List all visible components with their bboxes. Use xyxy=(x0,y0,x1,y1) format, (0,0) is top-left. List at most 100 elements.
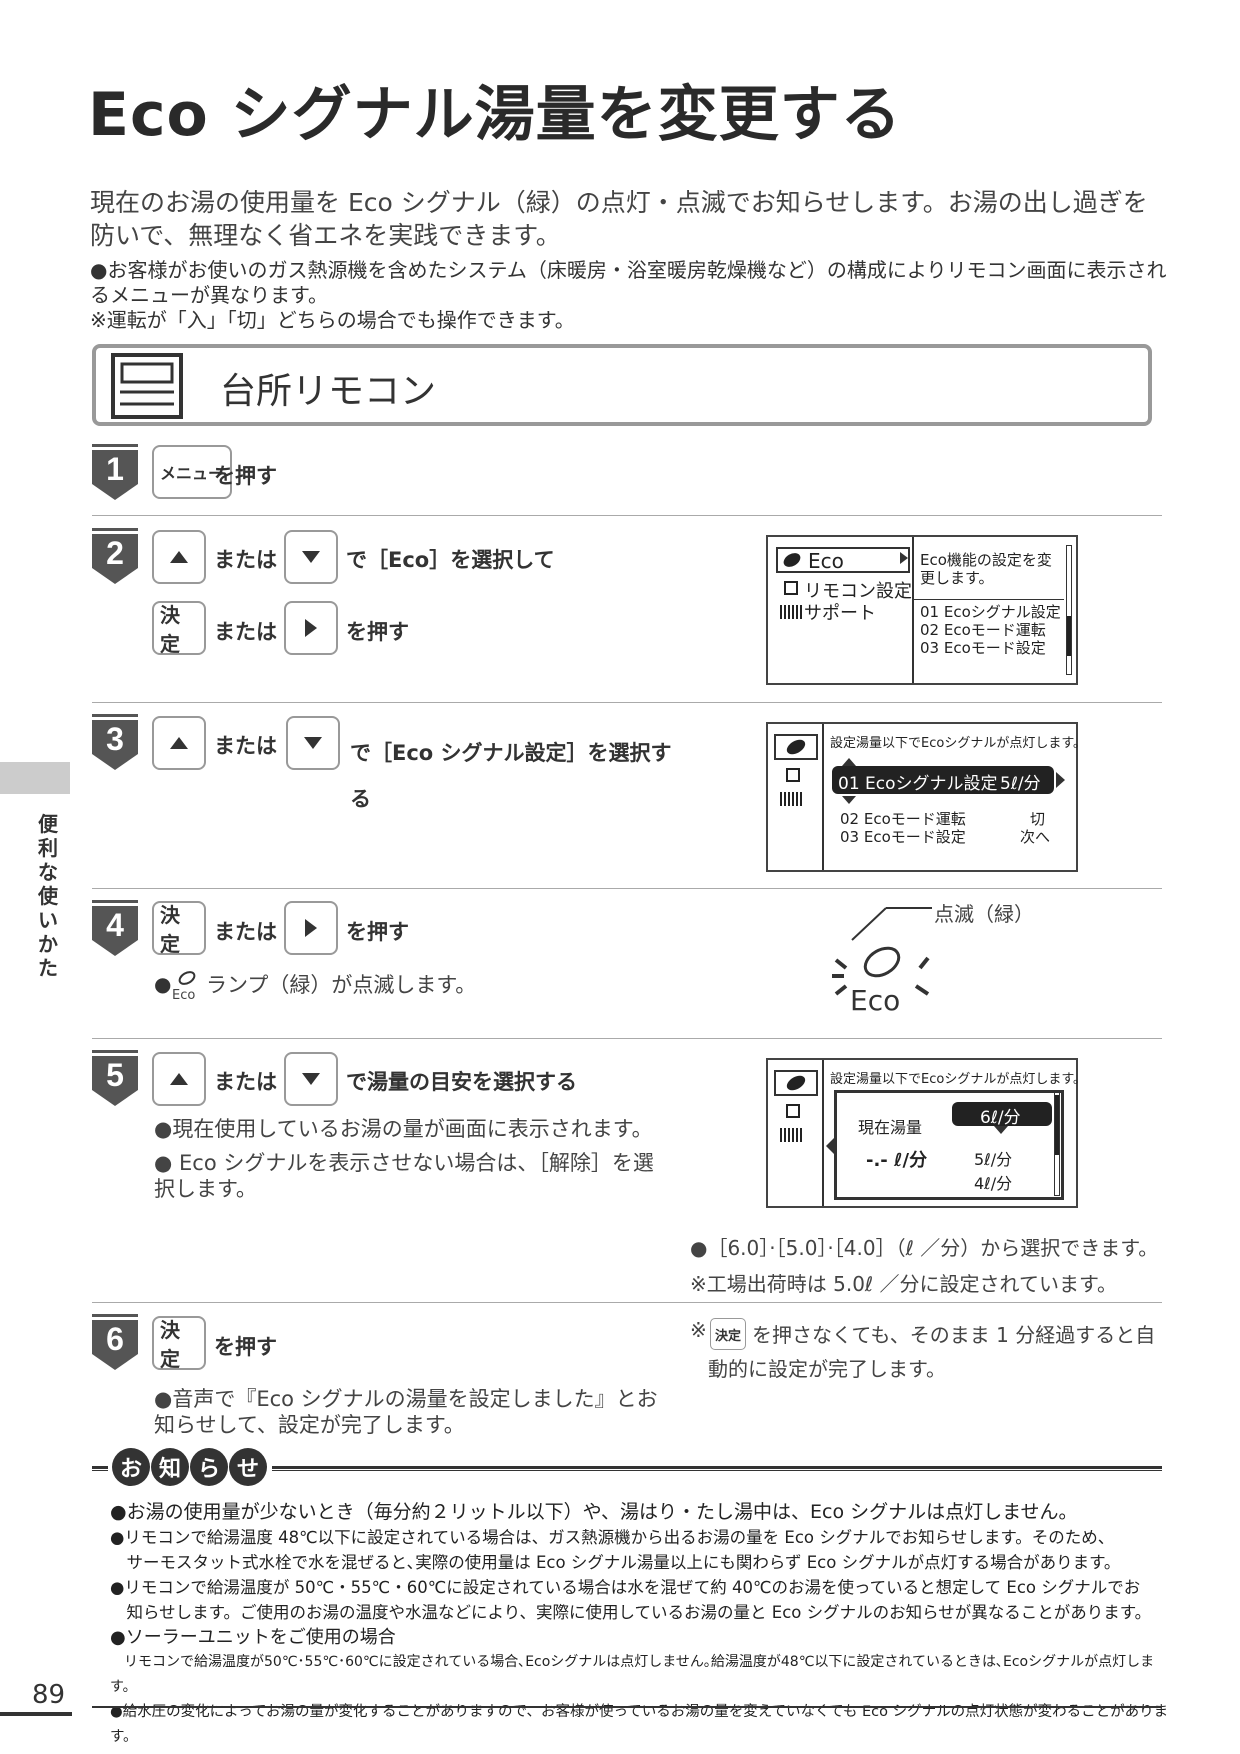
lcd-up-icon xyxy=(842,758,856,766)
or-label: または xyxy=(214,920,277,944)
kettei-key[interactable]: 決定 xyxy=(152,1316,206,1371)
step-3-badge: 3 xyxy=(92,714,138,770)
remote-title: 台所リモコン xyxy=(220,371,437,412)
down-arrow-icon xyxy=(304,737,322,749)
step-5-note-2: ※工場出荷時は 5.0ℓ ／分に設定されています。 xyxy=(690,1272,1117,1296)
divider-4 xyxy=(92,1038,1162,1039)
lcd-row: 02 Ecoモード運転 xyxy=(840,810,966,828)
side-section-label: 便利な使いかた xyxy=(38,812,58,980)
lcd-divider xyxy=(822,1060,824,1206)
step-5-bullet-2: ● Eco シグナルを表示させない場合は、［解除］を選択します。 xyxy=(154,1151,654,1201)
step-1-badge: 1 xyxy=(92,444,138,500)
notice-item: ●ソーラーユニットをご使用の場合 xyxy=(110,1627,396,1648)
lcd-scrollbar xyxy=(1066,545,1072,675)
lcd-right-icon xyxy=(1056,772,1065,788)
up-key[interactable] xyxy=(152,716,206,770)
lcd-row-value: 切 xyxy=(1030,810,1046,828)
leaf-icon xyxy=(786,739,806,755)
step-4-text: を押す xyxy=(346,920,409,944)
step-5-badge: 5 xyxy=(92,1050,138,1106)
lcd-selected-option: 6ℓ/分 xyxy=(980,1108,1021,1128)
divider-5 xyxy=(92,1302,1162,1303)
lcd-menu-item: サポート xyxy=(804,603,876,624)
right-arrow-icon xyxy=(305,919,317,937)
lcd-screen-amount: 設定湯量以下でEcoシグナルが点灯します。 現在湯量 -.- ℓ/分 6ℓ/分 … xyxy=(766,1058,1086,1208)
svg-text:5: 5 xyxy=(106,1057,124,1093)
lcd-menu-item: リモコン設定 xyxy=(804,581,912,602)
right-arrow-icon xyxy=(305,619,317,637)
svg-text:2: 2 xyxy=(106,535,124,571)
or-label: または xyxy=(214,1070,277,1094)
notice-char: 知 xyxy=(151,1448,189,1486)
eco-small-label: Eco xyxy=(172,988,196,1003)
kettei-key[interactable]: 決定 xyxy=(152,601,206,656)
kettei-key-small: 決定 xyxy=(710,1318,746,1350)
down-key[interactable] xyxy=(284,1052,338,1106)
menu-key[interactable]: メニュー xyxy=(152,445,233,499)
step-6-text: を押す xyxy=(214,1335,277,1359)
remote-small-icon xyxy=(784,581,798,595)
footer-rule xyxy=(92,1706,1162,1708)
lcd-tab-leaf xyxy=(774,734,818,760)
kettei-key[interactable]: 決定 xyxy=(152,901,206,956)
up-arrow-icon xyxy=(170,551,188,563)
lcd-menu-item: Eco xyxy=(808,549,844,573)
lcd-selected-item: 01 Ecoシグナル設定 xyxy=(838,774,998,794)
divider-2 xyxy=(92,702,1162,703)
down-key[interactable] xyxy=(286,716,340,770)
lcd-screen-signal-setting: 設定湯量以下でEcoシグナルが点灯します。 01 Ecoシグナル設定 5ℓ/分 … xyxy=(766,722,1086,872)
lcd-sub-item: 02 Ecoモード運転 xyxy=(920,621,1046,639)
svg-text:4: 4 xyxy=(106,907,124,943)
lcd-option: 5ℓ/分 xyxy=(974,1150,1013,1169)
page-number-rule xyxy=(0,1712,72,1716)
up-key[interactable] xyxy=(152,530,206,584)
right-key[interactable] xyxy=(284,601,338,655)
lcd-option: 4ℓ/分 xyxy=(974,1174,1013,1193)
leaf-icon xyxy=(178,971,196,985)
lcd-selected-option-box xyxy=(952,1102,1052,1126)
side-tab-marker xyxy=(0,762,70,794)
note-mark: ※ xyxy=(690,1318,707,1342)
up-key[interactable] xyxy=(152,1052,206,1106)
svg-text:3: 3 xyxy=(106,721,124,757)
step-4-badge: 4 xyxy=(92,900,138,956)
page-number: 89 xyxy=(32,1680,66,1710)
lcd-sub-item: 03 Ecoモード設定 xyxy=(920,639,1046,657)
lcd-scrollbar xyxy=(1054,1092,1060,1196)
remote-small-icon xyxy=(786,768,800,782)
down-key[interactable] xyxy=(284,530,338,584)
remote-header-box xyxy=(92,344,1152,426)
lcd-down-icon xyxy=(842,796,856,804)
lcd-divider xyxy=(822,724,824,870)
notice-badge: お 知 ら せ xyxy=(108,1448,272,1486)
notice-char: せ xyxy=(229,1448,267,1486)
qr-icon xyxy=(780,605,802,619)
lcd-down-icon xyxy=(994,1126,1008,1134)
lcd-sep xyxy=(914,599,1064,600)
step-4-bullet: ランプ（緑）が点滅します。 xyxy=(206,973,477,997)
notice-item: サーモスタット式水栓で水を混ぜると､実際の使用量は Eco シグナル湯量以上にも… xyxy=(110,1553,1121,1572)
note-operation: ※運転が「入」「切」どちらの場合でも操作できます。 xyxy=(90,308,575,332)
lcd-current-value: -.- ℓ/分 xyxy=(866,1150,928,1171)
lcd-selected-row xyxy=(832,766,1054,794)
notice-rule-thin xyxy=(92,1470,1162,1471)
qr-icon xyxy=(780,1128,802,1142)
right-key[interactable] xyxy=(284,901,338,955)
step-2-text2: を押す xyxy=(346,620,409,644)
notice-item: ●リモコンで給湯温度 48℃以下に設定されている場合は、ガス熱源機から出るお湯の… xyxy=(110,1528,1115,1547)
notice-rule xyxy=(92,1466,1162,1469)
qr-icon xyxy=(780,792,802,806)
lcd-menu-highlight xyxy=(776,547,910,573)
step-6-badge: 6 xyxy=(92,1314,138,1370)
up-arrow-icon xyxy=(170,737,188,749)
lcd-row-value: 次へ xyxy=(1020,828,1051,846)
up-arrow-icon xyxy=(170,1073,188,1085)
eco-lamp-illustration xyxy=(832,907,932,996)
bullet-dot: ● xyxy=(154,972,172,996)
lcd-popup xyxy=(834,1090,1064,1200)
step-2-text1: で［Eco］を選択して xyxy=(346,548,555,572)
lcd-left-icon xyxy=(826,1138,834,1154)
divider-3 xyxy=(92,888,1162,889)
notice-item: 知らせします。ご使用のお湯の温度や水温などにより、実際に使用しているお湯の量と … xyxy=(110,1603,1152,1622)
remote-icon xyxy=(111,353,183,419)
